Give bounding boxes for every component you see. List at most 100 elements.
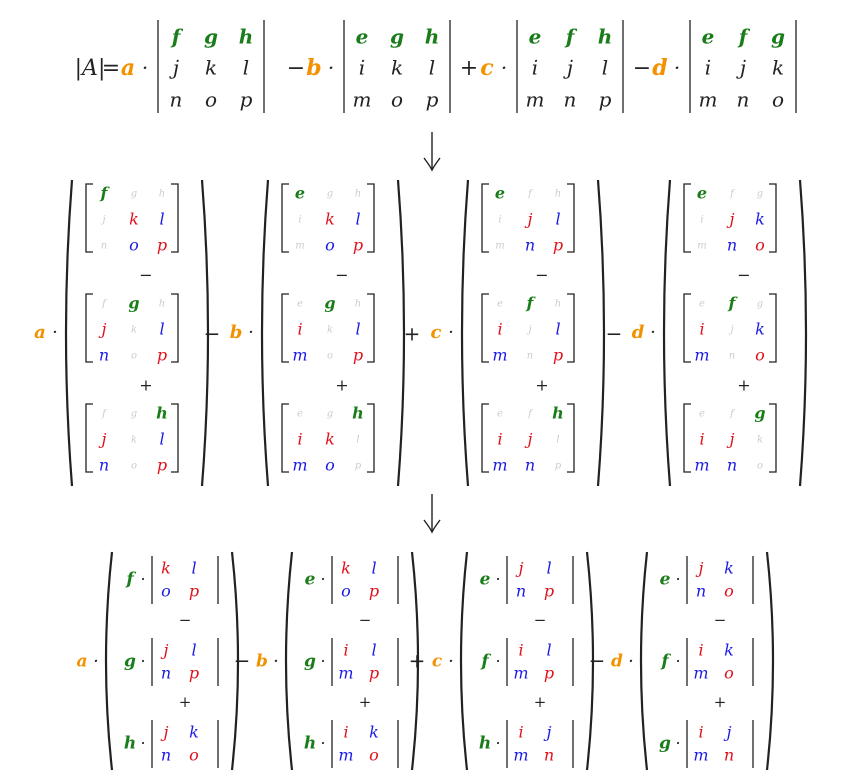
mid-sign: + <box>404 322 421 346</box>
mid-entry-g: g <box>757 189 763 200</box>
mid-paren-left <box>260 179 270 487</box>
bot-minor-entry-p: p <box>189 582 199 601</box>
bot-minor-entry-n: n <box>724 746 734 765</box>
mid-entry-p: p <box>353 346 363 365</box>
mid-entry-e: e <box>699 409 705 420</box>
mid-block-bracket-left <box>481 183 489 253</box>
mid-entry-f: f <box>729 189 736 200</box>
bot-minor-dot: · <box>140 734 145 753</box>
top-entry-f: f <box>170 25 184 49</box>
mid-entry-f: f <box>729 409 736 420</box>
top-entry-f: f <box>737 25 751 49</box>
bot-minor-entry-j: j <box>724 723 732 742</box>
bot-minor-entry-m: m <box>693 664 708 683</box>
mid-entry-l: l <box>159 210 164 229</box>
top-entry-e: e <box>702 25 715 49</box>
mid-entry-o: o <box>755 236 765 255</box>
top-entry-g: g <box>204 25 218 49</box>
bot-minor-entry-k: k <box>341 559 351 578</box>
bot-paren-right <box>585 551 595 771</box>
bot-join: + <box>179 693 192 711</box>
bot-minor-coef-e: e <box>660 570 671 590</box>
mid-entry-k: k <box>325 430 335 449</box>
bot-minor-coef-f: f <box>480 652 491 672</box>
mid-entry-o: o <box>131 351 137 362</box>
mid-entry-g: g <box>131 189 137 200</box>
bot-coef-b: b <box>256 652 268 672</box>
bot-minor-entry-n: n <box>696 582 706 601</box>
bot-minor-entry-k: k <box>724 641 734 660</box>
mid-coef-a: a <box>34 322 46 343</box>
mid-entry-g: g <box>757 299 763 310</box>
mid-entry-p: p <box>553 236 563 255</box>
bot-minor-entry-j: j <box>161 723 169 742</box>
bot-minor-coef-g: g <box>304 652 316 672</box>
mid-entry-h: h <box>355 299 361 310</box>
mid-entry-e: e <box>497 409 503 420</box>
bot-minor-dot: · <box>320 734 325 753</box>
mid-block-bracket-right <box>567 293 575 363</box>
mid-entry-e: e <box>495 184 505 203</box>
bot-minor-dot: · <box>320 570 325 589</box>
mid-paren-left <box>662 179 672 487</box>
top-coef-a: a <box>121 55 135 81</box>
mid-entry-j: j <box>728 325 733 336</box>
top-entry-o: o <box>391 88 403 112</box>
bot-minor-entry-n: n <box>161 746 171 765</box>
bot-minor-dot: · <box>140 652 145 671</box>
bot-minor-coef-f: f <box>125 570 136 590</box>
bot-minor-entry-i: i <box>343 723 348 742</box>
mid-entry-j: j <box>526 325 531 336</box>
bot-minor-entry-o: o <box>369 746 379 765</box>
mid-paren-right <box>798 179 808 487</box>
top-entry-k: k <box>391 56 403 80</box>
mid-entry-h: h <box>555 299 561 310</box>
bot-minor-coef-h: h <box>304 734 316 754</box>
bot-join: + <box>714 693 727 711</box>
bot-minor-entry-m: m <box>338 746 353 765</box>
mid-block-bracket-right <box>171 403 179 473</box>
mid-entry-k: k <box>131 435 137 446</box>
bot-minor-entry-p: p <box>544 582 554 601</box>
bot-join: − <box>359 611 372 629</box>
top-entry-f: f <box>564 25 578 49</box>
mid-entry-p: p <box>157 346 167 365</box>
mid-entry-l: l <box>356 435 359 446</box>
mid-entry-e: e <box>697 184 707 203</box>
mid-entry-j: j <box>727 430 735 449</box>
top-entry-m: m <box>353 88 372 112</box>
bot-minor-entry-i: i <box>518 723 523 742</box>
mid-entry-i: i <box>699 430 704 449</box>
mid-entry-m: m <box>492 346 507 365</box>
mid-entry-n: n <box>525 236 535 255</box>
mid-paren-right <box>200 179 210 487</box>
mid-block-bracket-right <box>171 183 179 253</box>
mid-entry-m: m <box>295 241 304 252</box>
bot-paren-right <box>230 551 240 771</box>
mid-entry-k: k <box>129 210 139 229</box>
mid-entry-l: l <box>355 320 360 339</box>
bot-coef-a: a <box>76 652 87 672</box>
bot-minor-entry-o: o <box>189 746 199 765</box>
top-entry-l: l <box>602 56 608 80</box>
mid-entry-l: l <box>159 320 164 339</box>
mid-dot: · <box>52 322 58 343</box>
bot-dot: · <box>93 651 99 672</box>
mid-entry-p: p <box>157 456 167 475</box>
top-entry-n: n <box>564 88 577 112</box>
bot-join: + <box>359 693 372 711</box>
mid-entry-e: e <box>497 299 503 310</box>
mid-entry-h: h <box>552 404 564 423</box>
top-entry-p: p <box>599 88 612 112</box>
mid-entry-o: o <box>755 346 765 365</box>
mid-dot: · <box>248 322 254 343</box>
top-entry-g: g <box>390 25 404 49</box>
mid-entry-i: i <box>700 215 703 226</box>
mid-coef-d: d <box>632 322 645 343</box>
bot-minor-entry-i: i <box>698 723 703 742</box>
top-coef-b: b <box>306 55 321 81</box>
bot-minor-entry-k: k <box>161 559 171 578</box>
mid-entry-e: e <box>699 299 705 310</box>
top-entry-i: i <box>705 56 711 80</box>
